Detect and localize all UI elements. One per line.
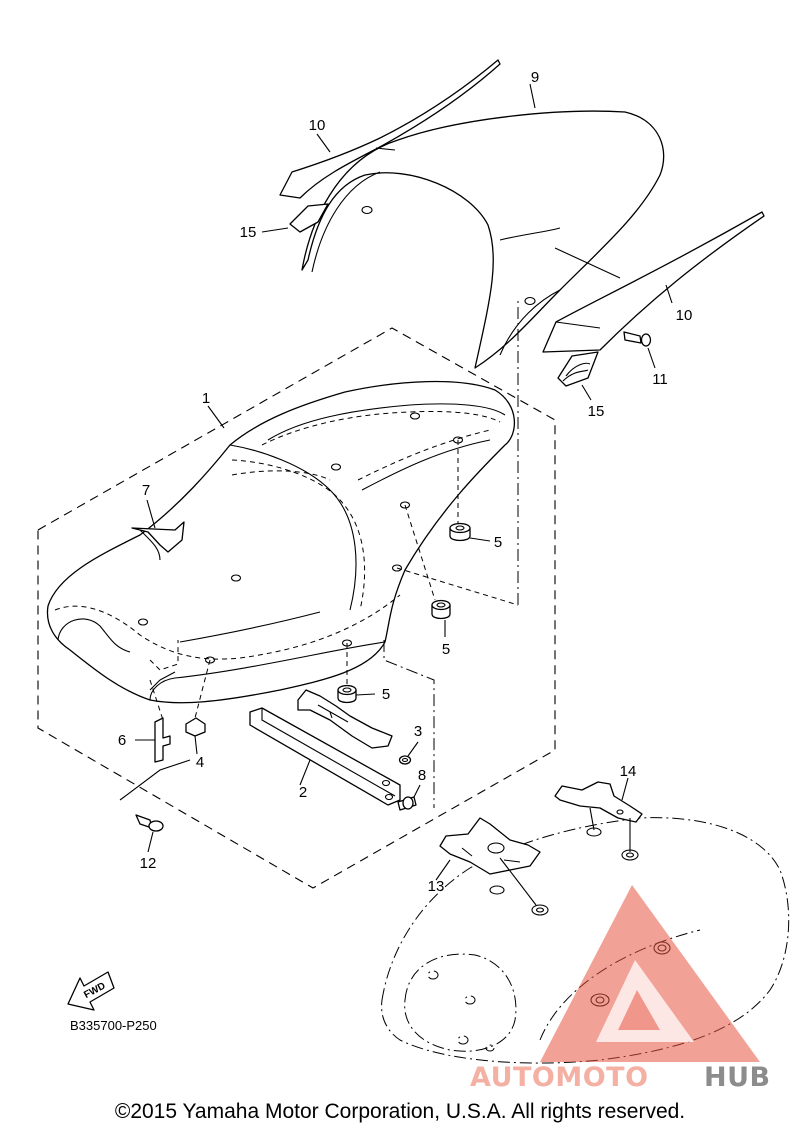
rear-fender-cover — [301, 110, 665, 369]
callout-7: 7 — [142, 482, 150, 499]
callout-14: 14 — [620, 763, 637, 780]
bracket-14 — [554, 781, 643, 852]
callout-8: 8 — [418, 767, 426, 784]
side-stripe-right — [542, 211, 765, 353]
seat-bracket-2 — [249, 689, 401, 806]
damper-5a — [449, 522, 471, 542]
forward-arrow-icon: FWD — [67, 971, 115, 1011]
callout-10-left: 10 — [309, 117, 326, 134]
callout-4: 4 — [196, 754, 204, 771]
strap-7 — [131, 521, 185, 561]
callout-13: 13 — [428, 878, 445, 895]
seat-assembly — [46, 380, 516, 704]
callout-11: 11 — [652, 371, 668, 388]
screw-11 — [623, 331, 652, 347]
callout-5-bottom: 5 — [382, 686, 390, 703]
callout-3: 3 — [414, 723, 422, 740]
callout-12: 12 — [140, 855, 157, 872]
copyright-notice: ©2015 Yamaha Motor Corporation, U.S.A. A… — [114, 1100, 686, 1123]
watermark-logo: AUTOMOTO HUB — [470, 885, 771, 1093]
side-stripe-left — [279, 59, 501, 199]
bolt-12 — [119, 759, 191, 832]
nut-3 — [398, 755, 412, 765]
callout-1: 1 — [202, 390, 210, 407]
watermark-text-secondary: HUB — [704, 1062, 771, 1093]
bolt-8 — [397, 796, 417, 811]
callout-15-left: 15 — [240, 224, 257, 241]
callout-leaders — [135, 83, 673, 881]
bracket-13 — [439, 817, 541, 906]
callout-15-right: 15 — [588, 403, 605, 420]
assembly-boundary — [37, 327, 556, 889]
callout-2: 2 — [299, 784, 307, 801]
callout-6: 6 — [118, 732, 126, 749]
emblem-left — [289, 203, 329, 233]
callout-9: 9 — [531, 69, 539, 86]
clip-4 — [185, 717, 206, 737]
emblem-right — [557, 351, 599, 387]
damper-5c — [337, 684, 357, 704]
callout-10-right: 10 — [676, 307, 693, 324]
callout-5-middle: 5 — [442, 641, 450, 658]
damper-5b — [431, 599, 451, 620]
watermark-text-primary: AUTOMOTO — [470, 1062, 649, 1093]
diagram-code: B335700-P250 — [70, 1018, 157, 1033]
callout-5-top: 5 — [494, 534, 502, 551]
plate-6 — [154, 717, 171, 763]
